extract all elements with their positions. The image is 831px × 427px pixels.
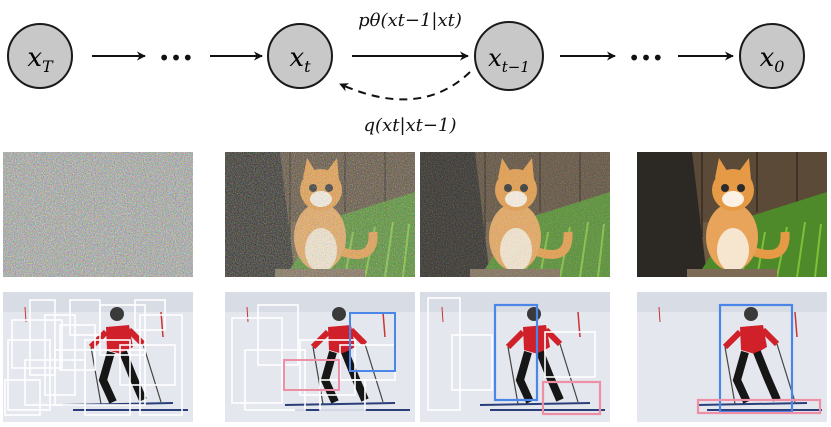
image-skier-refined-boxes <box>420 292 610 422</box>
image-skier-final-boxes <box>637 292 827 422</box>
ellipsis-right: ••• <box>628 46 663 70</box>
box-pink <box>283 359 340 391</box>
box-pink <box>541 380 602 416</box>
image-skier-random-boxes <box>3 292 193 422</box>
noise-row <box>3 152 827 277</box>
box-white <box>4 379 41 416</box>
box-white <box>84 339 131 416</box>
box-white <box>59 324 96 371</box>
markov-chain: xT ••• xt pθ(xt−1|xt) xt−1 q(xt|xt−1) ••… <box>7 10 805 136</box>
image-skier-partial-boxes <box>225 292 415 422</box>
node-xT <box>7 23 73 89</box>
box-white <box>319 379 366 411</box>
box-white <box>119 344 176 386</box>
box-white <box>44 314 76 396</box>
node-xt-minus-1-label: xt−1 <box>488 44 530 76</box>
forward-label: q(xt|xt−1) <box>364 115 457 136</box>
image-cat-clean <box>637 152 827 277</box>
box-blue <box>493 303 539 402</box>
node-xT-label: xT <box>27 43 54 76</box>
node-xt-label: xt <box>289 43 311 76</box>
box-white <box>134 299 166 331</box>
box-white <box>69 299 101 336</box>
box-white <box>231 317 283 404</box>
node-xt <box>267 23 333 89</box>
box-white <box>299 339 356 396</box>
box-white <box>244 349 306 411</box>
box-pink <box>696 398 822 415</box>
node-x0-label: x0 <box>760 43 785 76</box>
arrow-forward <box>339 71 471 101</box>
image-cat-light-noise <box>420 152 610 277</box>
ellipsis-left: ••• <box>158 46 193 70</box>
box-white <box>257 304 299 366</box>
node-x0 <box>739 23 805 89</box>
node-xt-minus-1 <box>474 21 544 91</box>
box-white <box>139 314 183 416</box>
box-white <box>544 331 596 378</box>
box-white <box>54 349 146 406</box>
box-blue <box>349 312 396 372</box>
box-white <box>427 297 461 411</box>
box-white <box>11 319 63 369</box>
box-white <box>451 334 493 391</box>
box-white <box>29 299 56 376</box>
image-pure-noise <box>3 152 193 277</box>
reverse-label: pθ(xt−1|xt) <box>358 10 462 31</box>
image-cat-heavy-noise <box>225 152 415 277</box>
detection-row <box>3 292 827 422</box>
